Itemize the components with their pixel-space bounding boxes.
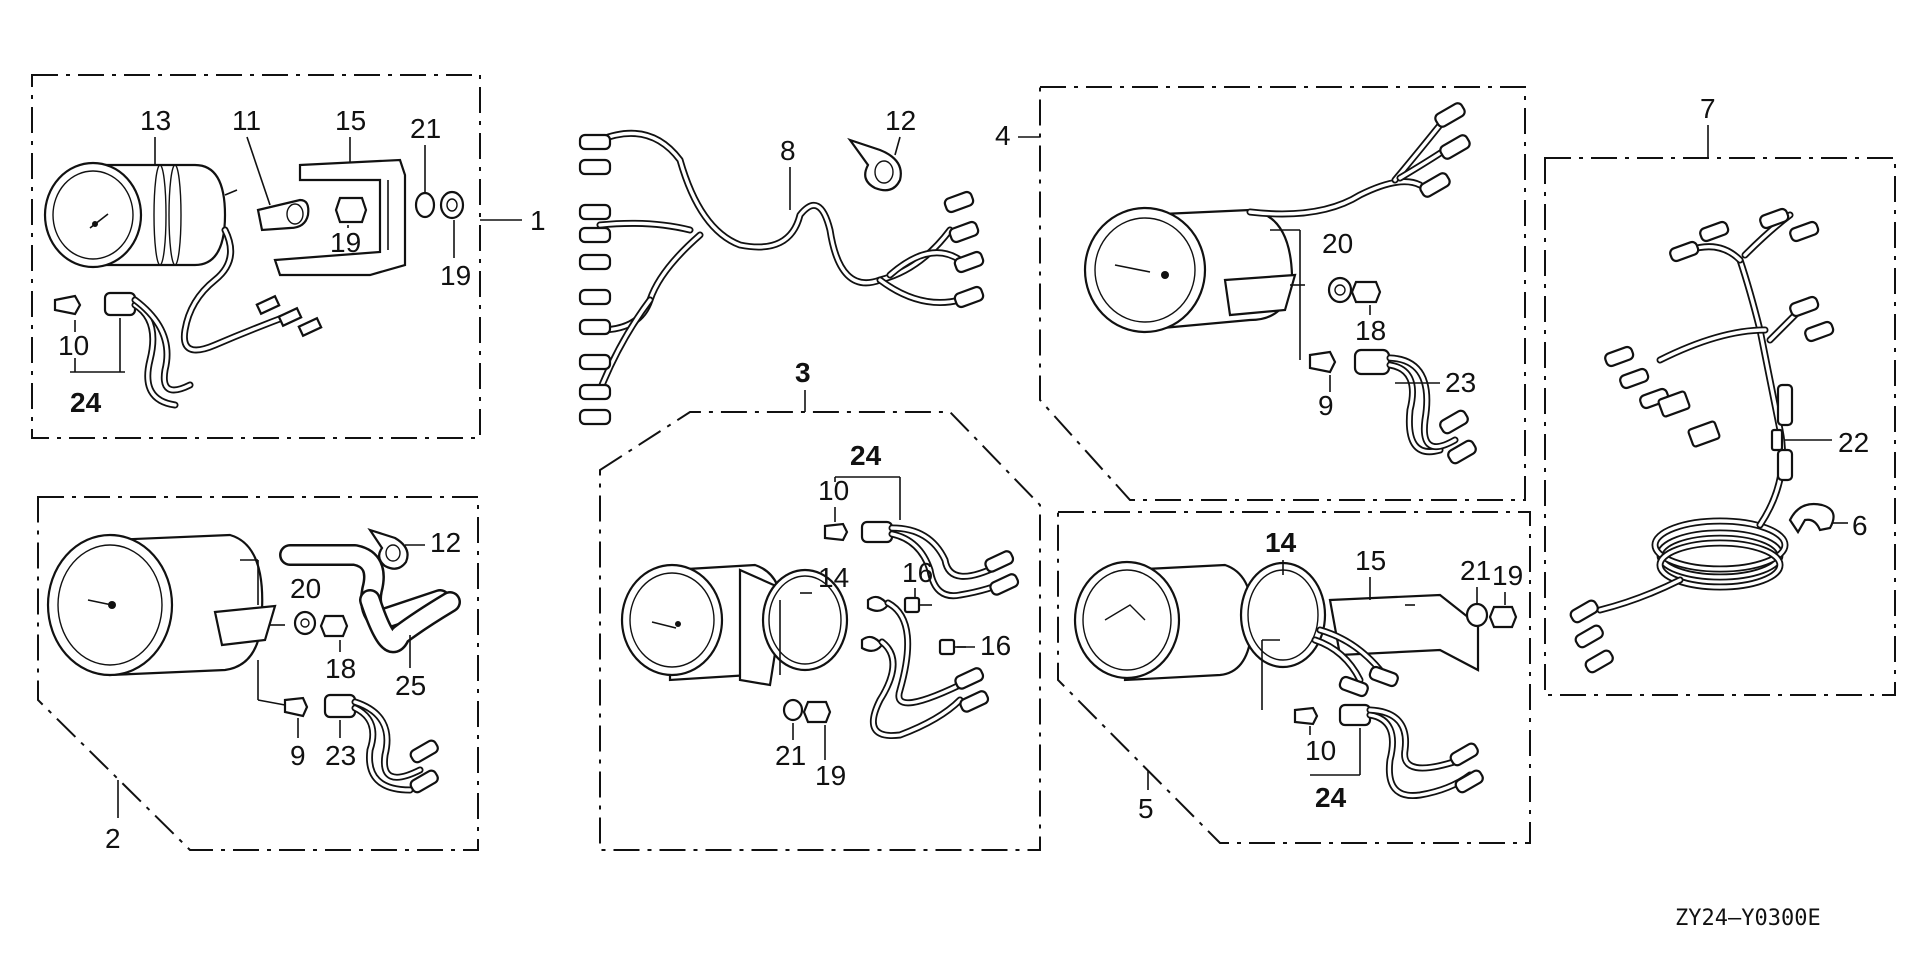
label-3-24: 24 bbox=[850, 440, 882, 471]
group-7: 7 bbox=[1544, 93, 1896, 696]
label-13: 13 bbox=[140, 105, 171, 136]
group-2-frame bbox=[37, 496, 479, 851]
label-24: 24 bbox=[70, 387, 102, 418]
group-7-number: 7 bbox=[1700, 93, 1716, 124]
label-3-16b: 16 bbox=[980, 630, 1011, 661]
group-4-frame bbox=[1039, 86, 1526, 501]
label-5-14: 14 bbox=[1265, 527, 1297, 558]
label-2-25: 25 bbox=[395, 670, 426, 701]
label-19b: 19 bbox=[440, 260, 471, 291]
gauge-13-tachometer bbox=[43, 161, 238, 269]
group-1: 1 13 11 15 bbox=[31, 74, 546, 439]
diagram-code: ZY24—Y0300E bbox=[1675, 906, 1821, 931]
gauge-3 bbox=[620, 563, 800, 687]
gauge-5 bbox=[1073, 560, 1254, 682]
group-4-number: 4 bbox=[995, 120, 1011, 151]
group-1-frame bbox=[31, 74, 481, 439]
label-5-24: 24 bbox=[1315, 782, 1347, 813]
label-11: 11 bbox=[232, 105, 261, 136]
group-5: 5 14 15 21 19 bbox=[1057, 511, 1531, 844]
group-3-number: 3 bbox=[795, 357, 811, 388]
label-15: 15 bbox=[335, 105, 366, 136]
group-3-frame bbox=[599, 411, 1041, 851]
group-5-frame bbox=[1057, 511, 1531, 844]
label-7-22: 22 bbox=[1838, 427, 1869, 458]
group-1-number: 1 bbox=[530, 205, 546, 236]
group-4: 4 20 18 bbox=[995, 86, 1526, 501]
label-4-20: 20 bbox=[1322, 228, 1353, 259]
label-21: 21 bbox=[410, 113, 441, 144]
label-2-18: 18 bbox=[325, 653, 356, 684]
gauge-4 bbox=[1083, 206, 1305, 334]
label-3-10: 10 bbox=[818, 475, 849, 506]
label-2-23: 23 bbox=[325, 740, 356, 771]
label-5-15: 15 bbox=[1355, 545, 1386, 576]
label-4-18: 18 bbox=[1355, 315, 1386, 346]
label-8: 8 bbox=[780, 135, 796, 166]
label-5-19: 19 bbox=[1492, 560, 1523, 591]
group-2: 2 25 12 20 18 bbox=[37, 496, 479, 854]
group-3: 3 14 10 24 bbox=[599, 357, 1041, 851]
label-3-16a: 16 bbox=[902, 557, 933, 588]
group-7-frame bbox=[1544, 157, 1896, 696]
label-3-14: 14 bbox=[818, 562, 849, 593]
label-12: 12 bbox=[885, 105, 916, 136]
label-7-6: 6 bbox=[1852, 510, 1868, 541]
label-2-12: 12 bbox=[430, 527, 461, 558]
gauge-2 bbox=[46, 533, 285, 677]
label-2-20: 20 bbox=[290, 573, 321, 604]
group-8-harness: 8 12 bbox=[578, 105, 985, 426]
label-2-9: 9 bbox=[290, 740, 306, 771]
label-3-19: 19 bbox=[815, 760, 846, 791]
label-10: 10 bbox=[58, 330, 89, 361]
label-5-10: 10 bbox=[1305, 735, 1336, 766]
label-19a: 19 bbox=[330, 227, 361, 258]
label-5-21: 21 bbox=[1460, 555, 1491, 586]
label-4-9: 9 bbox=[1318, 390, 1334, 421]
label-3-21: 21 bbox=[775, 740, 806, 771]
label-4-23: 23 bbox=[1445, 367, 1476, 398]
group-5-number: 5 bbox=[1138, 793, 1154, 824]
group-2-number: 2 bbox=[105, 823, 121, 854]
